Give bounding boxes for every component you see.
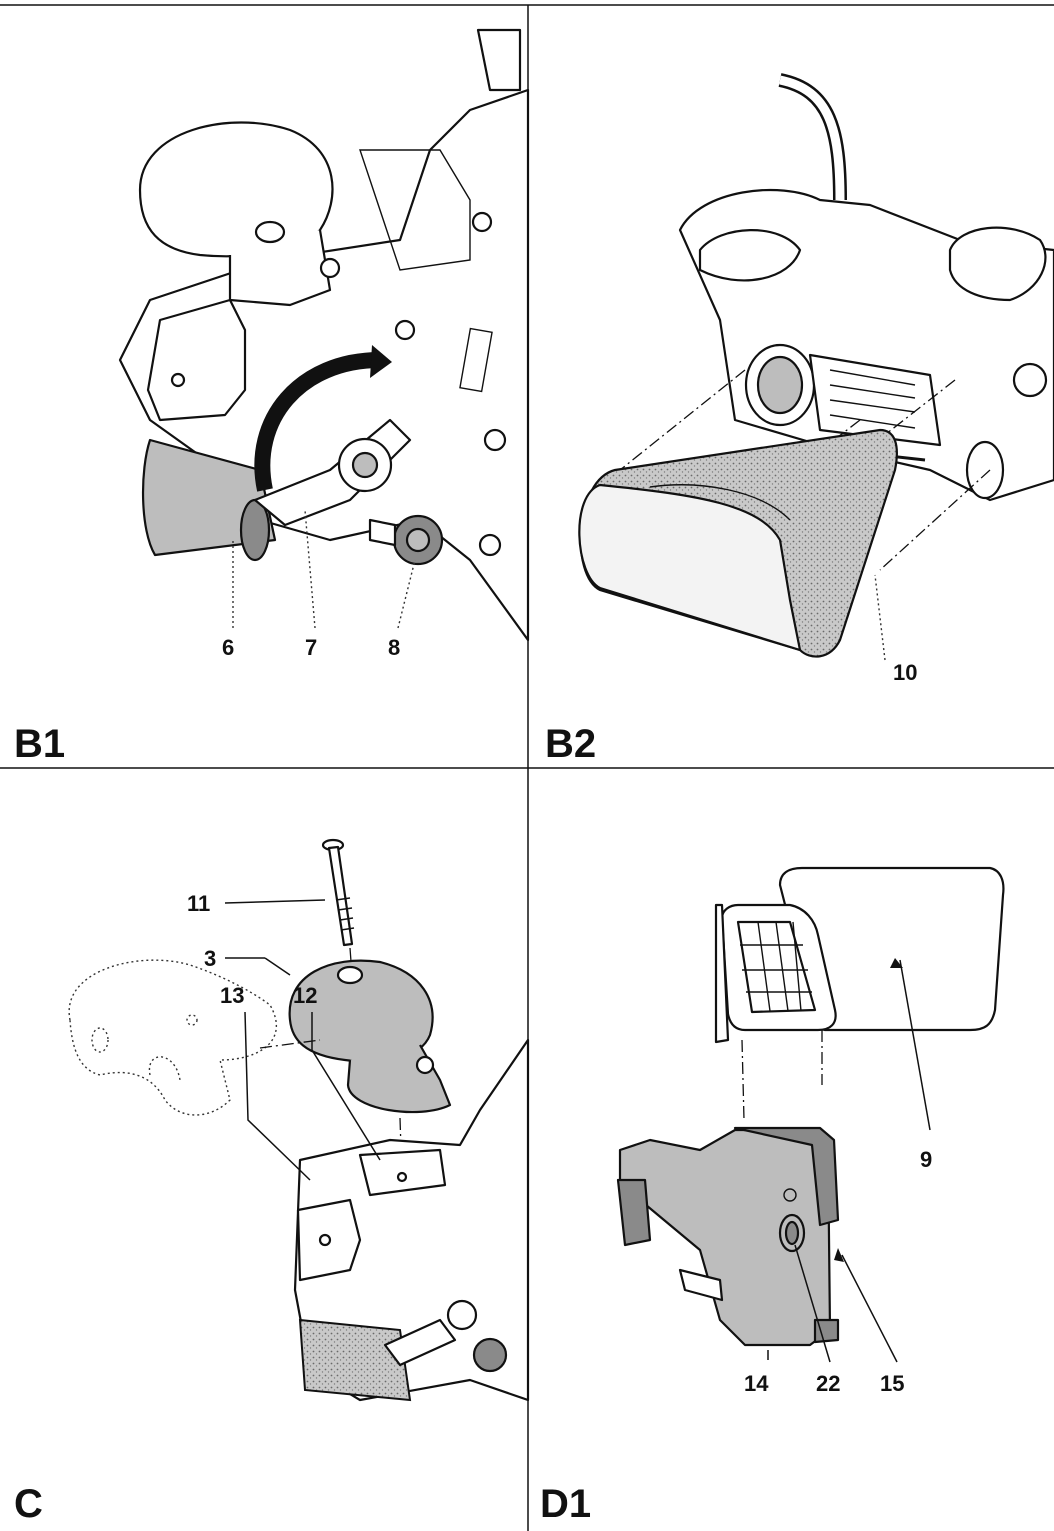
belt-sander-underside-illustration (678, 73, 1054, 502)
callout-22: 22 (816, 1371, 840, 1396)
callout-6: 6 (222, 635, 234, 660)
belt-sander-front-illustration (118, 28, 530, 642)
panel-d1: 9 14 22 15 D1 (540, 866, 1005, 1526)
panel-b2: 10 B2 (545, 73, 1054, 766)
callout-12: 12 (293, 983, 317, 1008)
callout-8: 8 (388, 635, 400, 660)
panel-label-c: C (14, 1482, 43, 1526)
dust-collector-housing-illustration (616, 1126, 840, 1347)
callout-10-leader (874, 574, 886, 661)
callout-15: 15 (880, 1371, 904, 1396)
panel-label-b1: B1 (14, 722, 65, 766)
panel-c: 11 3 13 12 C (14, 838, 530, 1526)
callout-9: 9 (920, 1147, 932, 1172)
callout-8-leader (397, 559, 416, 629)
callout-10: 10 (893, 660, 917, 685)
panel-label-b2: B2 (545, 722, 596, 766)
panel-b1: 6 7 8 B1 (14, 28, 530, 766)
callout-3: 3 (204, 946, 216, 971)
sanding-belt-illustration (578, 428, 898, 658)
callout-14: 14 (744, 1371, 769, 1396)
dust-filter-box-illustration (714, 866, 1005, 1044)
front-knob-illustration (288, 959, 452, 1114)
callout-11: 11 (187, 891, 210, 916)
sander-housing-illustration (293, 1038, 530, 1402)
callout-13: 13 (220, 983, 244, 1008)
screw-illustration (321, 838, 355, 947)
alternate-knob-position-outline (68, 959, 277, 1116)
callout-7: 7 (305, 635, 317, 660)
panel-label-d1: D1 (540, 1482, 591, 1526)
